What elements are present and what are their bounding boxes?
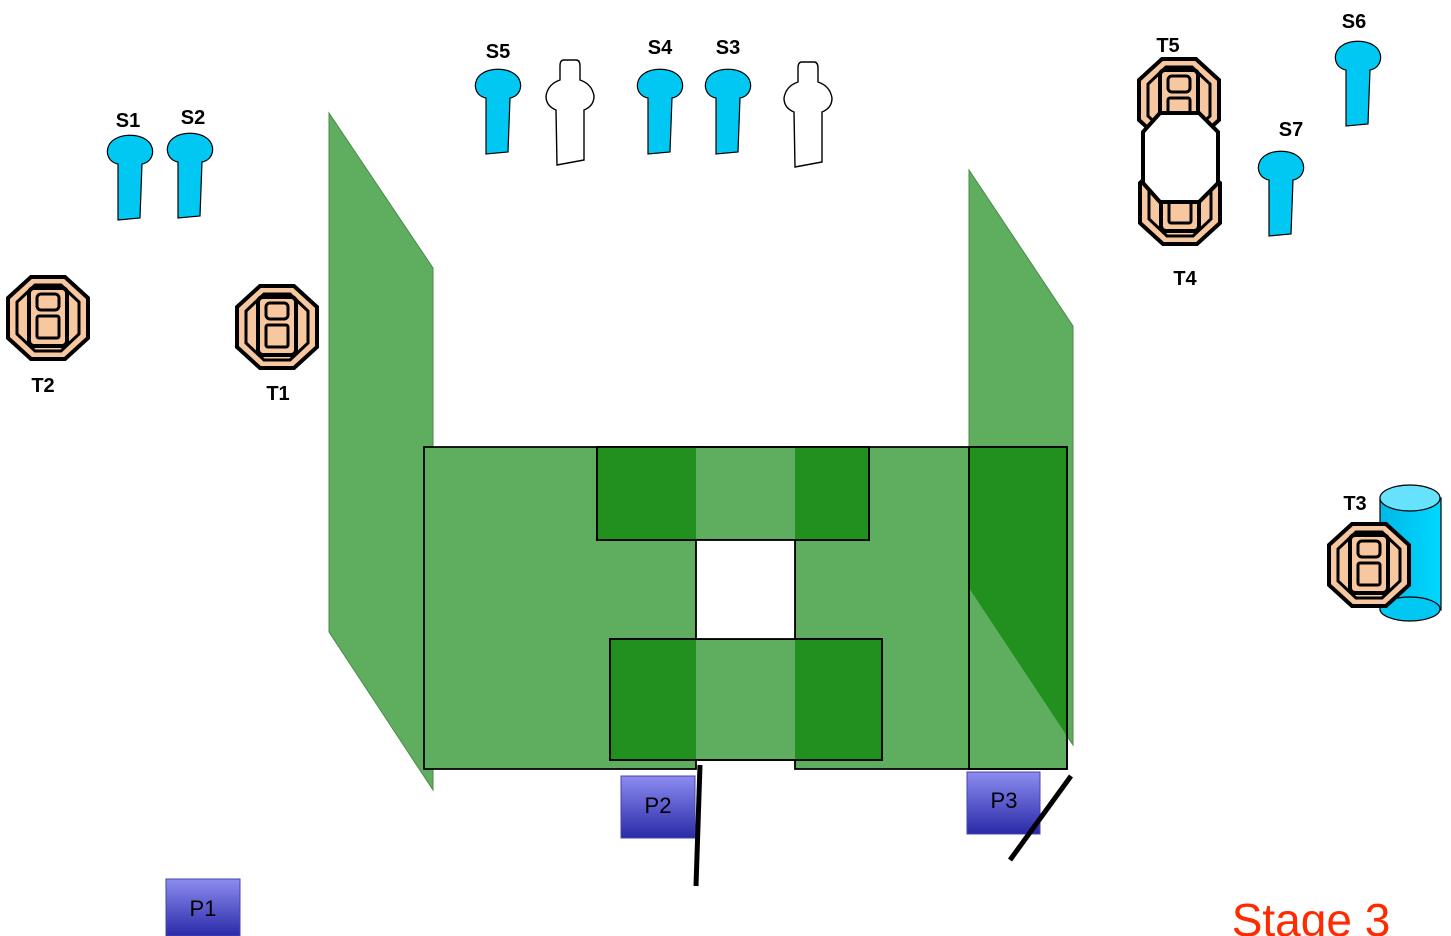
seat-s2: S2 [166,107,214,219]
octagon-icon [1141,111,1220,204]
seat-s7: S7 [1257,119,1305,237]
seat-label: S7 [1279,119,1303,141]
person-outline-icon [783,61,833,168]
seat-label: S1 [116,110,140,132]
seat-s3: S3 [704,37,752,155]
table-label: T2 [31,375,54,397]
point-p3: P3 [966,771,1041,835]
person-outline-icon [545,59,595,166]
table-icon [1327,522,1411,608]
left-wall-panel [328,111,434,792]
seat-icon [704,68,752,155]
seat-label: S3 [716,37,740,59]
seat-label: S2 [181,107,205,129]
seat-label: S6 [1342,11,1366,33]
point-label: P1 [190,896,217,921]
table-label: T5 [1156,35,1179,57]
right-overlap-dark [968,446,1068,770]
table-t1: T1 [235,284,319,405]
table-icon [6,275,90,361]
point-p1: P1 [165,878,241,936]
table-label: T1 [266,383,289,405]
marker-line [1007,774,1074,862]
stage-label: Stage 3 [1232,894,1391,936]
floor-bottom-bar [609,638,883,761]
floor-center-opening [695,539,796,640]
seat-s4: S4 [636,37,684,155]
seat-s1: S1 [106,110,154,221]
seat-icon [1257,150,1305,237]
seat-icon [106,134,154,221]
table-t3: T3 [1327,484,1442,622]
table-label: T3 [1343,493,1366,515]
point-label: P2 [645,793,672,818]
seat-s5: S5 [474,41,522,155]
table-t4-t5-group: T5 T4 [1137,35,1222,290]
marker-line [693,764,703,887]
seat-icon [636,68,684,155]
seat-icon [1334,40,1382,127]
point-label: P3 [991,788,1018,813]
floor-top-bar [596,446,870,541]
table-label: T4 [1173,268,1197,290]
seat-s6: S6 [1334,11,1382,127]
seat-icon [474,68,522,155]
seat-icon [166,132,214,219]
table-icon [235,284,319,370]
table-t2: T2 [6,275,90,397]
point-p2: P2 [620,775,696,839]
seat-label: S4 [648,37,673,59]
seat-label: S5 [486,41,510,63]
